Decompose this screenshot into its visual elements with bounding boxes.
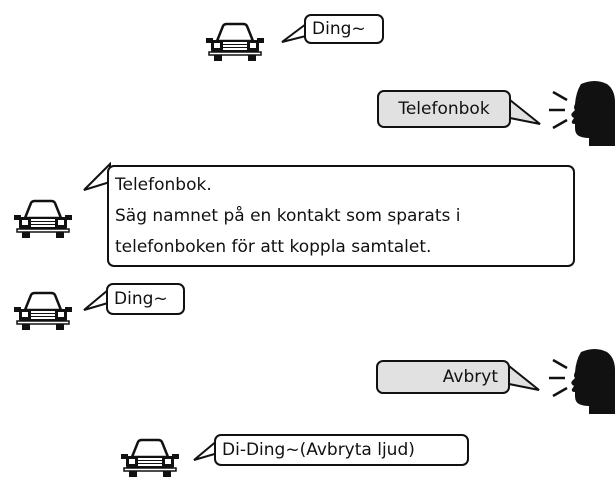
system-bubble-telefonbok: Telefonbok. Säg namnet på en kontakt som… — [107, 165, 575, 267]
bubble-line: Säg namnet på en kontakt som sparats i — [115, 206, 461, 226]
car-icon — [120, 438, 180, 477]
system-bubble-ding: Ding~ — [106, 283, 185, 315]
bubble-text: Telefonbok — [398, 99, 490, 119]
car-icon — [205, 22, 265, 61]
bubble-text: Ding~ — [312, 19, 366, 39]
user-bubble-telefonbok: Telefonbok — [377, 90, 511, 128]
bubble-line: telefonboken för att koppla samtalet. — [115, 237, 432, 257]
system-bubble-ding: Ding~ — [304, 14, 384, 44]
speaking-head-icon — [547, 347, 615, 414]
car-icon — [13, 199, 73, 238]
user-bubble-avbryt: Avbryt — [376, 360, 510, 394]
car-icon — [13, 291, 73, 330]
bubble-text: Di-Ding~(Avbryta ljud) — [222, 440, 415, 460]
speaking-head-icon — [547, 79, 615, 146]
bubble-text: Avbryt — [442, 367, 498, 387]
bubble-text: Ding~ — [114, 289, 168, 309]
bubble-tail — [509, 97, 541, 125]
system-bubble-avbryta-ljud: Di-Ding~(Avbryta ljud) — [214, 434, 469, 466]
bubble-line: Telefonbok. — [115, 175, 212, 195]
bubble-tail — [508, 363, 540, 391]
